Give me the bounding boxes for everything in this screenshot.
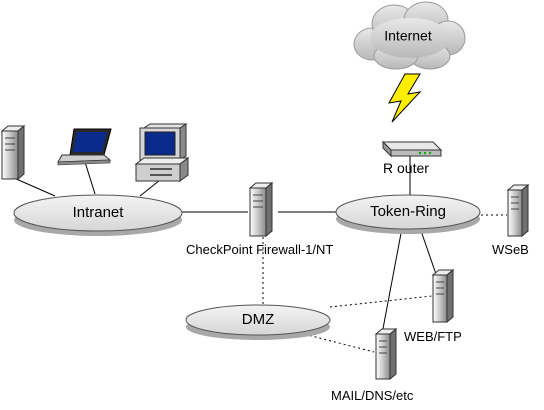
dmz-label: DMZ <box>242 311 275 328</box>
firewall-icon <box>248 181 274 238</box>
token-ring-network: Token-Ring <box>335 194 481 234</box>
wseb-label: WSeB <box>492 242 529 257</box>
router-label: R outer <box>383 160 429 176</box>
internet-cloud: Internet <box>353 1 466 70</box>
intranet-network: Intranet <box>13 194 183 236</box>
dmz-network: DMZ <box>185 304 331 340</box>
link-tokenring-web <box>419 227 438 278</box>
token-ring-label: Token-Ring <box>370 203 446 220</box>
firewall-label: CheckPoint Firewall-1/NT <box>186 242 333 257</box>
laptop-icon <box>57 128 112 166</box>
link-server-intranet <box>13 177 56 197</box>
mail-dns-label: MAIL/DNS/etc <box>331 388 414 403</box>
wseb-server-icon <box>506 183 530 238</box>
intranet-server-icon <box>0 124 26 181</box>
router-icon <box>381 140 443 158</box>
link-workstation-intranet <box>139 179 161 197</box>
intranet-label: Intranet <box>73 204 125 221</box>
link-dmz-mail <box>299 332 375 353</box>
mail-dns-server-icon <box>374 327 398 381</box>
link-tokenring-mail <box>381 227 403 335</box>
connections <box>13 156 507 353</box>
internet-label: Internet <box>384 28 432 44</box>
workstation-icon <box>134 123 190 182</box>
link-laptop-intranet <box>84 161 96 195</box>
web-ftp-label: WEB/FTP <box>404 329 462 344</box>
link-dmz-web <box>329 295 433 308</box>
web-ftp-server-icon <box>431 268 455 324</box>
lightning-icon <box>388 73 422 123</box>
